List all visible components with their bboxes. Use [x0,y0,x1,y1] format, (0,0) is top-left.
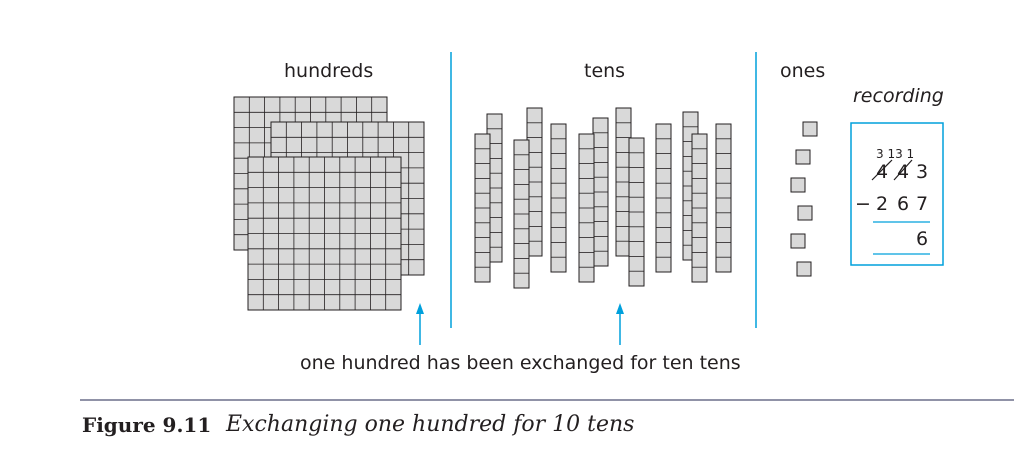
one-cube [797,205,813,221]
ten-rod [474,133,491,283]
ten-rod [550,123,567,273]
top-digit-tens: 4 [897,161,909,183]
top-digit-hundreds: 4 [876,161,888,183]
one-cube [796,261,812,277]
strike-tens [893,159,913,181]
ten-rod [486,113,503,263]
hundreds-heading: hundreds [284,60,374,82]
ten-rod [691,133,708,283]
top-digit-ones: 3 [916,161,928,183]
minus-sign: − [855,193,871,215]
figure-number: Figure 9.11 [82,413,212,437]
arrow-to-hundreds [416,303,424,345]
figure-caption: Exchanging one hundred for 10 tens [226,412,635,437]
hundred-flat [247,156,402,311]
one-cube [795,149,811,165]
ten-rod [578,133,595,283]
sub-digit-hundreds: 2 [876,193,888,215]
ten-rod [592,117,609,267]
arrow-to-tens [616,303,624,345]
result-digit: 6 [916,228,928,250]
ones-heading: ones [780,60,826,82]
recording-box [850,122,944,266]
tens-heading: tens [584,60,626,82]
one-cube [802,121,818,137]
carry-digits: 3 13 1 [876,147,914,161]
sub-digit-ones: 7 [916,193,928,215]
ten-rod [513,139,530,289]
ten-rod [655,123,672,273]
sub-digit-tens: 6 [897,193,909,215]
one-cube [790,233,806,249]
ten-rod [628,137,645,287]
recording-heading: recording [853,85,944,107]
exchange-annotation: one hundred has been exchanged for ten t… [300,352,741,374]
ten-rod [715,123,732,273]
strike-hundreds [871,159,893,181]
one-cube [790,177,806,193]
ten-rod [615,107,632,257]
